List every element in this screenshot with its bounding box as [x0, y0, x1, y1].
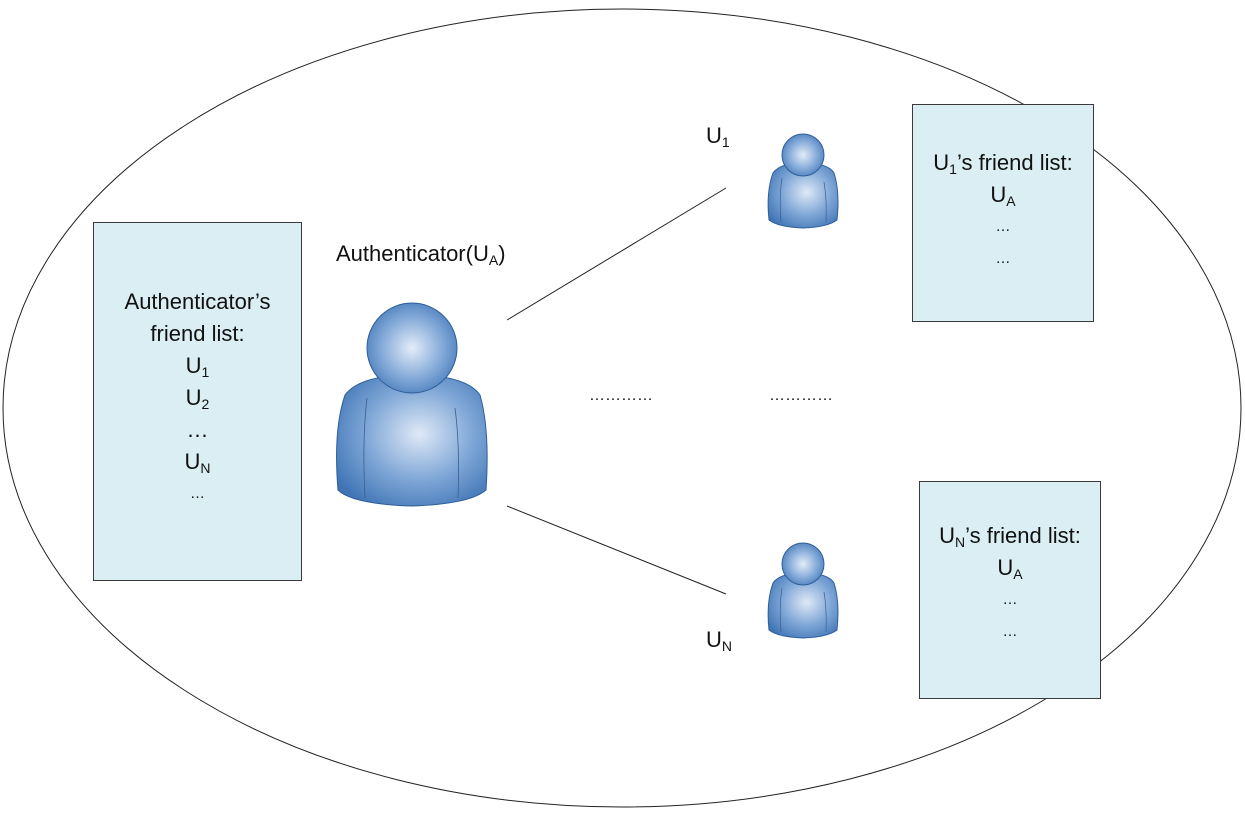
- user1-friend-list-title: U1’s friend list:: [933, 150, 1073, 177]
- userN-friend-list-box: UN’s friend list: UA … …: [919, 481, 1101, 699]
- ellipsis-right: …………: [769, 387, 833, 404]
- authenticator-friend-entry: …: [190, 485, 205, 502]
- authenticator-friend-entry: UN: [184, 449, 211, 476]
- user1-friend-entry: UA: [990, 182, 1016, 209]
- network-boundary-ellipse: [2, 8, 1242, 808]
- connector-to-user1: [506, 187, 727, 321]
- authenticator-person-icon: [336, 302, 488, 507]
- authenticator-friend-list-box: Authenticator’s friend list: U1 U2 … UN …: [93, 222, 302, 581]
- userN-friend-entry: UA: [997, 555, 1023, 582]
- connector-to-userN: [506, 505, 727, 595]
- userN-person-icon: [767, 542, 839, 639]
- authenticator-friend-entry: U1: [185, 353, 210, 380]
- authenticator-friend-entry: …: [186, 417, 209, 442]
- user1-friend-entry: …: [995, 250, 1011, 267]
- userN-label: UN: [706, 627, 733, 654]
- authenticator-label: Authenticator(UA): [336, 241, 506, 268]
- authenticator-friend-list-title-line2: friend list:: [150, 321, 245, 346]
- authenticator-friend-entry: U2: [185, 385, 210, 412]
- user1-friend-entry: …: [995, 218, 1011, 235]
- userN-friend-list-title: UN’s friend list:: [939, 523, 1081, 550]
- user1-label: U1: [706, 123, 730, 150]
- ellipsis-left: …………: [589, 387, 653, 404]
- user1-friend-list-box: U1’s friend list: UA … …: [912, 104, 1094, 322]
- authenticator-friend-list-title-line1: Authenticator’s: [124, 289, 271, 314]
- userN-friend-entry: …: [1002, 623, 1018, 640]
- user1-person-icon: [767, 133, 839, 229]
- userN-friend-entry: …: [1002, 591, 1018, 608]
